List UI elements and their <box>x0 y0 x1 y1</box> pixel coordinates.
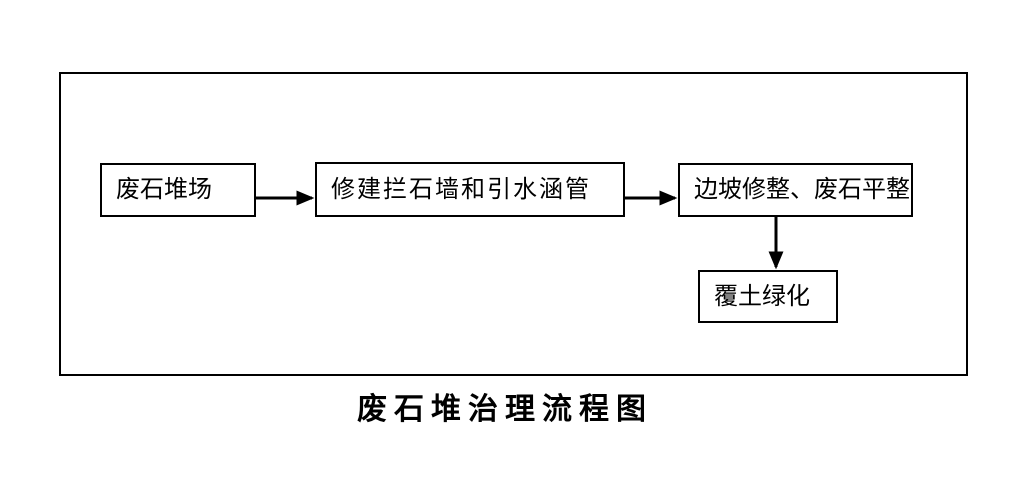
flow-node-label: 边坡修整、废石平整 <box>694 177 910 203</box>
flow-node-build-retaining-wall-and-culvert: 修建拦石墙和引水涵管 <box>315 162 625 217</box>
flow-node-label: 修建拦石墙和引水涵管 <box>331 176 591 203</box>
flow-node-label: 废石堆场 <box>116 177 212 203</box>
flow-node-slope-trimming-rock-leveling: 边坡修整、废石平整 <box>678 163 913 217</box>
flow-node-soil-cover-greening: 覆土绿化 <box>698 270 838 323</box>
diagram-border-frame <box>59 72 968 376</box>
flow-node-waste-rock-yard: 废石堆场 <box>100 163 256 217</box>
flow-node-label: 覆土绿化 <box>714 283 810 310</box>
diagram-title: 废石堆治理流程图 <box>357 393 653 426</box>
